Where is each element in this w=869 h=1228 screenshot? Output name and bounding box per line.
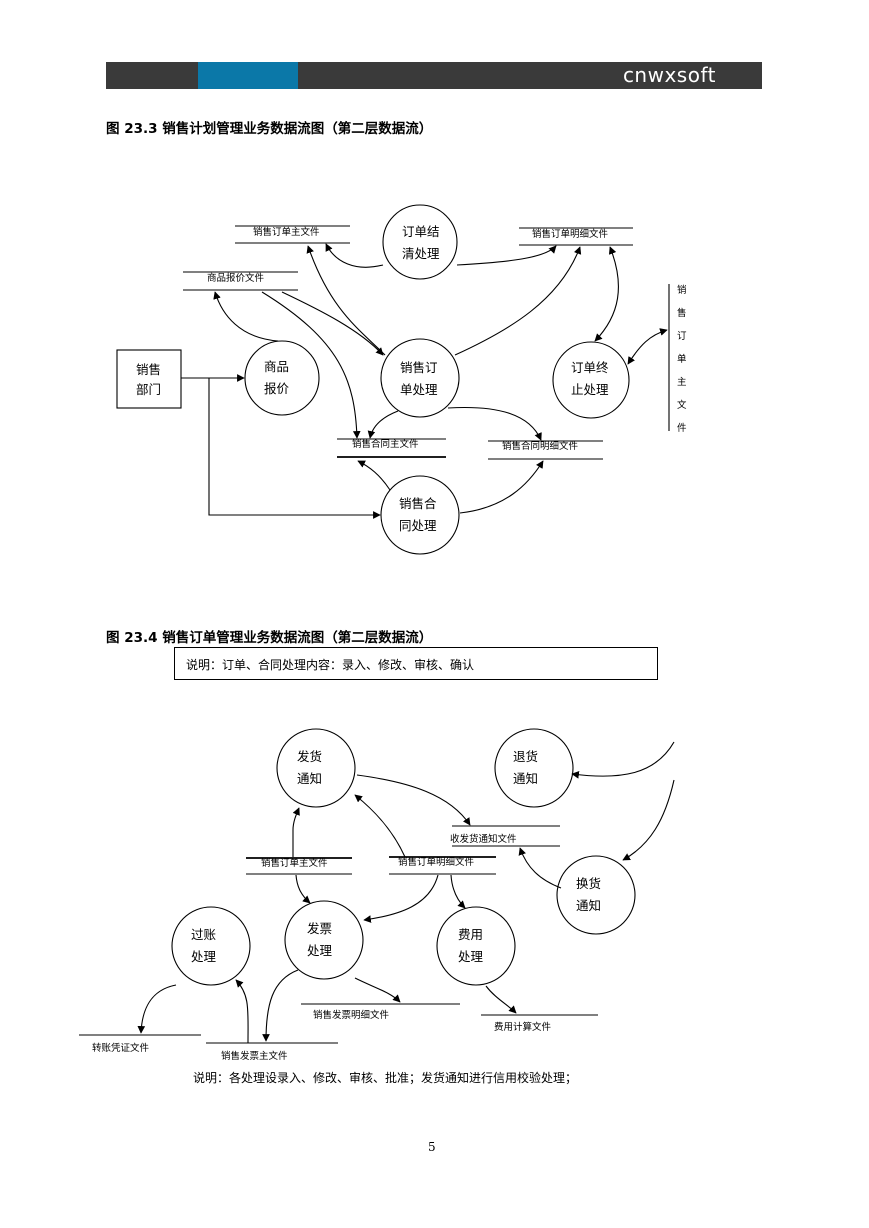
fig2-exchange-line2: 通知	[576, 898, 601, 913]
fig2-return-line1: 退货	[513, 749, 538, 764]
fig1-end-line2: 止处理	[571, 382, 609, 397]
fig1-contract-line1: 销售合	[399, 496, 437, 511]
fig1-entity-line2: 部门	[136, 382, 161, 397]
fig2-flow-ext-to-return	[571, 741, 675, 779]
fig1-sales-dept-entity	[116, 349, 182, 409]
fig2-ship-line1: 发货	[297, 749, 322, 764]
fig1-entity-line1: 销售	[136, 362, 161, 377]
fig2-expense-line2: 处理	[458, 949, 484, 964]
fig2-store-voucher-label: 转账凭证文件	[92, 1042, 150, 1054]
fig1-flow-price-to-order	[281, 291, 384, 356]
fig1-store-contract-detail-label: 销售合同明细文件	[502, 440, 579, 452]
header-bar: cnwxsoft	[106, 62, 762, 89]
fig1-contract-process	[380, 475, 460, 555]
fig2-flow-orderdetail-to-expense	[450, 874, 466, 909]
fig2-flow-main-to-posting	[235, 979, 249, 1044]
fig2-posting-line2: 处理	[191, 949, 217, 964]
figure2-note: 说明：订单、合同处理内容：录入、修改、审核、确认	[186, 658, 475, 672]
fig2-flow-invoice-to-main	[262, 969, 299, 1042]
fig1-settle-line2: 清处理	[402, 246, 440, 261]
page-number: 5	[428, 1140, 436, 1154]
fig1-vertical-char-5: 主	[677, 376, 687, 388]
fig1-flow-order-to-ordermain	[306, 245, 386, 356]
fig1-store-price-label: 商品报价文件	[207, 272, 265, 284]
fig2-store-ordermain-label: 销售订单主文件	[261, 857, 328, 869]
fig1-flow-settle-to-orderdetail	[456, 245, 557, 266]
fig1-flow-order-to-orderdetail	[454, 246, 582, 356]
fig2-flow-ordermain-to-ship	[292, 807, 300, 857]
fig2-flow-orderdetail-to-invoice	[363, 874, 439, 923]
fig2-exchange-notice-process	[556, 855, 636, 935]
fig2-ship-notice-process	[276, 728, 356, 808]
fig1-order-settle-process	[382, 204, 458, 280]
fig2-flow-expense-to-calc	[485, 985, 517, 1014]
fig2-flow-posting-to-voucher	[137, 984, 177, 1034]
figure2-bottom-note: 说明：各处理设录入、修改、审核、批准；发货通知进行信用校验处理；	[193, 1071, 578, 1085]
fig1-quote-line1: 商品	[264, 359, 289, 374]
fig2-flow-ext-to-exchange	[622, 779, 675, 861]
fig1-vertical-char-3: 订	[677, 331, 687, 342]
fig2-store-orderdetail-label: 销售订单明细文件	[398, 856, 475, 868]
fig2-posting-process	[171, 906, 251, 986]
figure2-note-box: 说明：订单、合同处理内容：录入、修改、审核、确认	[174, 647, 658, 680]
fig2-return-notice-process	[494, 728, 574, 808]
fig1-flow-end-to-vertical	[627, 328, 668, 365]
fig2-flow-orderdetail-to-ship	[354, 794, 406, 858]
fig2-ship-line2: 通知	[297, 771, 322, 786]
fig1-contract-line2: 同处理	[399, 518, 437, 533]
fig1-settle-line1: 订单结	[402, 224, 440, 239]
fig1-flow-contract-to-contractmain	[357, 460, 391, 491]
fig2-store-invoicemain-label: 销售发票主文件	[221, 1050, 288, 1062]
figure2-title: 图 23.4 销售订单管理业务数据流图（第二层数据流）	[106, 630, 433, 646]
fig1-flow-order-to-contractdetail	[447, 406, 542, 441]
fig1-vertical-char-4: 单	[677, 353, 687, 365]
fig2-store-expense-label: 费用计算文件	[494, 1021, 552, 1033]
fig1-order-end-process	[552, 341, 630, 419]
fig1-order-line2: 单处理	[400, 382, 438, 397]
fig1-store-order-main-label: 销售订单主文件	[253, 226, 320, 238]
fig1-order-process	[380, 338, 460, 418]
fig1-flow-detail-to-end	[594, 246, 619, 342]
fig1-vertical-char-7: 件	[677, 422, 687, 434]
fig1-flow-contract-to-contractdetail	[459, 460, 544, 514]
fig1-flow-price-to-contractmain	[261, 291, 361, 439]
fig1-store-contract-main-label: 销售合同主文件	[352, 438, 419, 450]
fig1-end-line1: 订单终	[571, 360, 609, 375]
fig2-invoice-line2: 处理	[307, 943, 333, 958]
fig2-posting-line1: 过账	[191, 927, 217, 942]
fig2-store-ship-label: 收发货通知文件	[450, 833, 517, 845]
fig2-flow-ship-to-file	[356, 774, 471, 826]
fig1-vertical-char-6: 文	[677, 399, 687, 411]
fig2-flow-invoice-to-detail	[354, 977, 401, 1003]
fig2-expense-process	[436, 906, 516, 986]
fig1-flow-quote-to-price	[213, 291, 279, 342]
fig2-return-line2: 通知	[513, 771, 538, 786]
fig1-vertical-char-2: 售	[677, 307, 687, 319]
fig2-invoice-line1: 发票	[307, 921, 332, 936]
fig2-store-invoicedetail-label: 销售发票明细文件	[313, 1009, 390, 1021]
fig1-store-order-detail-label: 销售订单明细文件	[532, 228, 609, 240]
fig2-flow-exchange-to-file	[518, 847, 562, 889]
fig2-invoice-process	[284, 900, 364, 980]
header-accent	[198, 62, 298, 89]
figure1-title: 图 23.3 销售计划管理业务数据流图（第二层数据流）	[106, 121, 433, 137]
fig1-flow-order-to-contractmain	[367, 410, 399, 439]
fig1-quote-process	[244, 340, 320, 416]
fig1-order-line1: 销售订	[400, 360, 438, 375]
fig1-flow-dept-to-contract	[208, 378, 381, 519]
fig1-flow-settle-to-ordermain	[325, 243, 384, 268]
fig2-expense-line1: 费用	[458, 927, 483, 942]
fig2-exchange-line1: 换货	[576, 876, 601, 891]
fig1-quote-line2: 报价	[264, 381, 290, 396]
fig1-vertical-char-1: 销	[677, 284, 687, 296]
fig2-flow-ordermain-to-invoice	[295, 874, 311, 904]
brand-logo: cnwxsoft	[622, 63, 716, 87]
